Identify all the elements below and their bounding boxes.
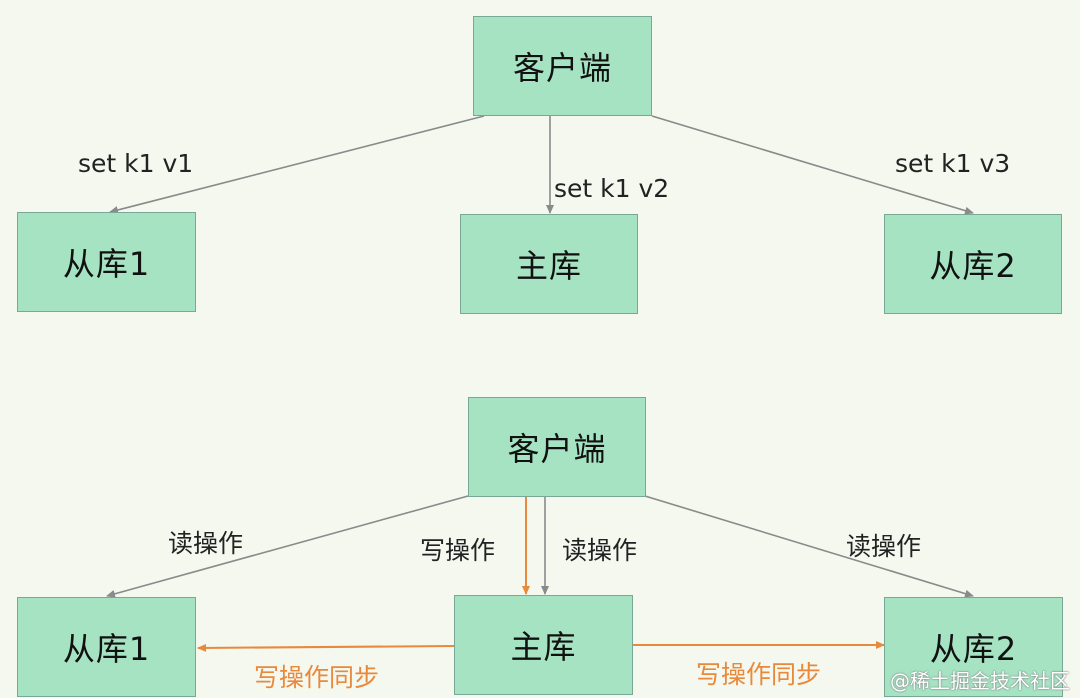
master-node-top: 主库 <box>460 214 638 314</box>
slave2-node-top: 从库2 <box>884 214 1062 314</box>
edge-client-read-slave2 <box>644 495 974 598</box>
edge-sync-master-slave1 <box>197 643 455 652</box>
client-node-bottom: 客户端 <box>468 397 646 497</box>
edge-label-read-center: 读操作 <box>562 536 638 565</box>
edge-client-read-slave1 <box>106 495 469 598</box>
slave1-node-top: 从库1 <box>17 212 196 312</box>
client-node-top: 客户端 <box>473 16 652 116</box>
edge-client-to-slave2-top <box>651 115 974 215</box>
edge-label-sync-right: 写操作同步 <box>696 660 822 689</box>
watermark: @稀土掘金技术社区 <box>890 669 1070 693</box>
edge-label-set-k1-v3: set k1 v3 <box>895 149 1011 178</box>
edge-label-read-right: 读操作 <box>846 532 922 561</box>
edge-client-to-slave1-top <box>109 115 485 214</box>
edge-label-read-left: 读操作 <box>168 529 244 558</box>
edge-label-sync-left: 写操作同步 <box>254 663 380 692</box>
slave1-node-bottom: 从库1 <box>17 597 196 697</box>
edge-label-set-k1-v1: set k1 v1 <box>78 149 194 178</box>
slave2-node-bottom: 从库2 <box>884 597 1063 697</box>
edge-label-set-k1-v2: set k1 v2 <box>554 174 670 203</box>
master-node-bottom: 主库 <box>454 595 633 695</box>
edge-label-write-center: 写操作 <box>420 536 496 565</box>
